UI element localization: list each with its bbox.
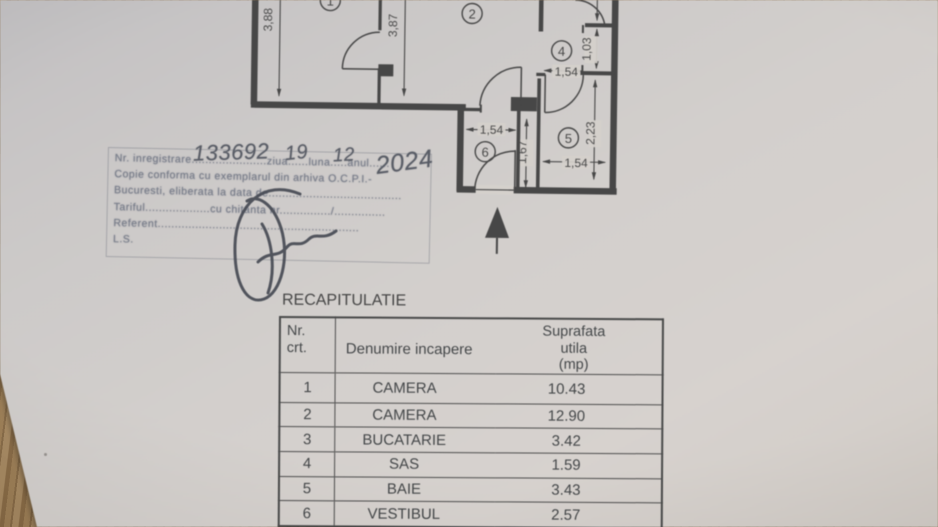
dim-hall-height: 1,67	[515, 140, 529, 164]
dim-bath-width: 1,54	[564, 156, 588, 170]
header-nr-crt: Nr.crt.	[279, 317, 336, 373]
row-number: 3	[279, 426, 335, 452]
room-area: 2.57	[494, 502, 662, 527]
room-area: 1.59	[495, 452, 663, 479]
room-area: 12.90	[495, 403, 663, 430]
room-area: 3.43	[494, 477, 663, 504]
room-name: BUCATARIE	[334, 427, 496, 453]
room-label-6: 6	[481, 145, 488, 160]
room-name: CAMERA	[334, 372, 496, 404]
table-row: 2 CAMERA 12.90	[279, 402, 663, 430]
room-numbers: 1 2 4 5 6	[327, 0, 573, 160]
door-arcs	[341, 0, 606, 192]
row-number: 6	[278, 500, 335, 527]
room-label-4: 4	[558, 44, 565, 59]
paper-speck	[44, 453, 47, 456]
room-area: 3.42	[495, 428, 663, 454]
table-row: 1 CAMERA 10.43	[279, 372, 663, 405]
north-arrow	[485, 206, 510, 254]
dim-hall-width: 1,54	[480, 123, 504, 137]
dim-closet-height: 1,03	[579, 37, 593, 61]
room-label-5: 5	[565, 131, 572, 146]
room-area: 10.43	[495, 373, 663, 405]
table-row: 6 VESTIBUL 2.57	[278, 500, 662, 527]
dimension-labels: 3,88 3,87 1,54 1,03 1,54 1,67 2,23 1,54	[261, 8, 602, 170]
room-name: CAMERA	[334, 402, 496, 429]
header-denumire: Denumire incapere	[345, 339, 473, 358]
room-labels	[319, 0, 580, 163]
room-label-1: 1	[327, 0, 334, 9]
dim-room2-height: 3,87	[386, 13, 400, 37]
dim-room1-height: 3,88	[261, 8, 275, 32]
room-name: VESTIBUL	[334, 501, 495, 527]
row-number: 1	[279, 372, 336, 403]
row-number: 5	[278, 476, 335, 502]
table-row: 4 SAS 1.59	[279, 451, 663, 479]
room-name: BAIE	[334, 476, 496, 503]
table-row: 3 BUCATARIE 3.42	[279, 426, 663, 454]
room-name: SAS	[334, 451, 496, 478]
dim-bath-height: 2,23	[583, 121, 597, 145]
table-row: 5 BAIE 3.43	[278, 476, 663, 504]
room-label-2: 2	[468, 6, 475, 21]
interior-walls	[377, 0, 616, 191]
dim-sas-width: 1,54	[555, 65, 579, 79]
row-number: 4	[279, 451, 335, 477]
row-number: 2	[279, 402, 335, 428]
recap-title: RECAPITULATIE	[281, 291, 407, 310]
